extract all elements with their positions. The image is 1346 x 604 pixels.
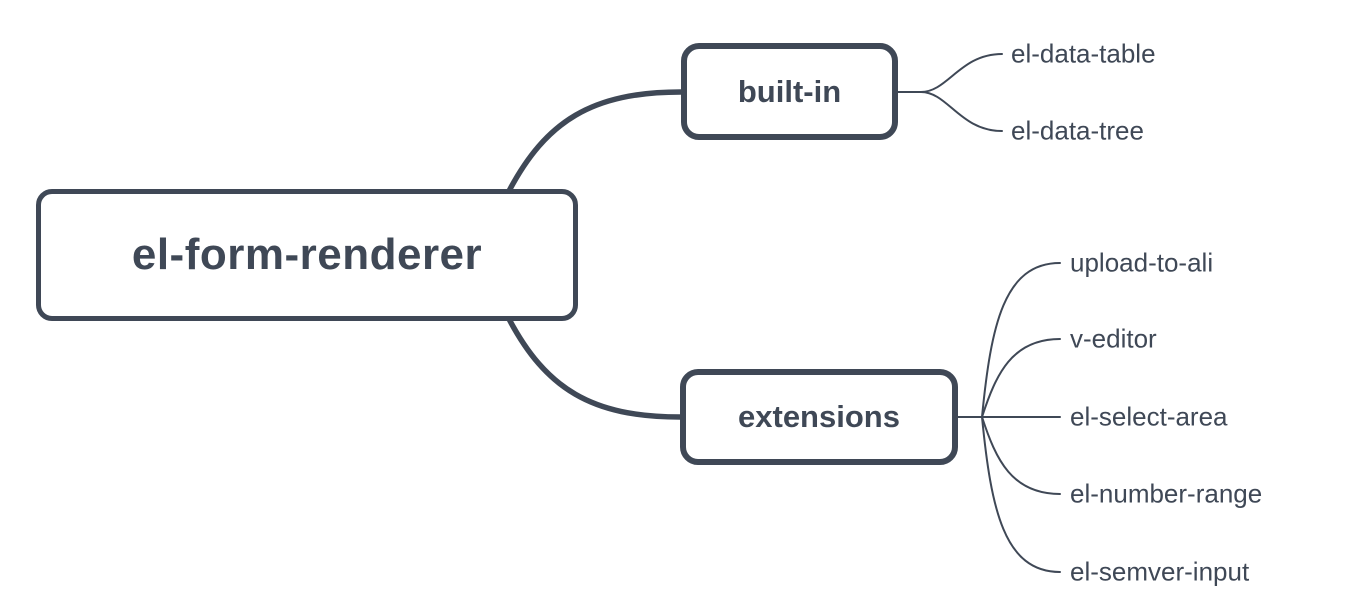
- node-el-form-renderer-label: el-form-renderer: [131, 230, 483, 279]
- leaf-el-select-area[interactable]: el-select-area: [1070, 401, 1228, 432]
- leaf-el-number-range[interactable]: el-number-range: [1070, 478, 1263, 509]
- node-extensions-label: extensions: [738, 399, 900, 434]
- edge-extensions-to-v-editor: [981, 338, 1061, 418]
- edge-extensions-to-el-number-range: [981, 416, 1061, 495]
- node-built-in[interactable]: built-in: [681, 43, 898, 140]
- edge-built-in-to-el-data-tree: [920, 91, 1003, 132]
- leaf-el-semver-input[interactable]: el-semver-input: [1070, 556, 1250, 587]
- edge-root-to-built-in: [506, 89, 684, 194]
- edge-extensions-to-upload-to-ali: [981, 262, 1061, 418]
- leaf-el-data-tree[interactable]: el-data-tree: [1011, 115, 1144, 146]
- leaf-upload-to-ali[interactable]: upload-to-ali: [1070, 247, 1214, 278]
- node-built-in-label: built-in: [737, 73, 842, 109]
- leaf-v-editor[interactable]: v-editor: [1070, 323, 1157, 354]
- node-extensions[interactable]: extensions: [680, 369, 958, 465]
- edge-root-to-extensions: [506, 316, 683, 420]
- node-el-form-renderer[interactable]: el-form-renderer: [36, 189, 578, 321]
- leaf-el-data-table[interactable]: el-data-table: [1011, 38, 1156, 69]
- edge-built-in-to-el-data-table: [920, 53, 1003, 93]
- edge-extensions-to-el-semver-input: [981, 416, 1061, 573]
